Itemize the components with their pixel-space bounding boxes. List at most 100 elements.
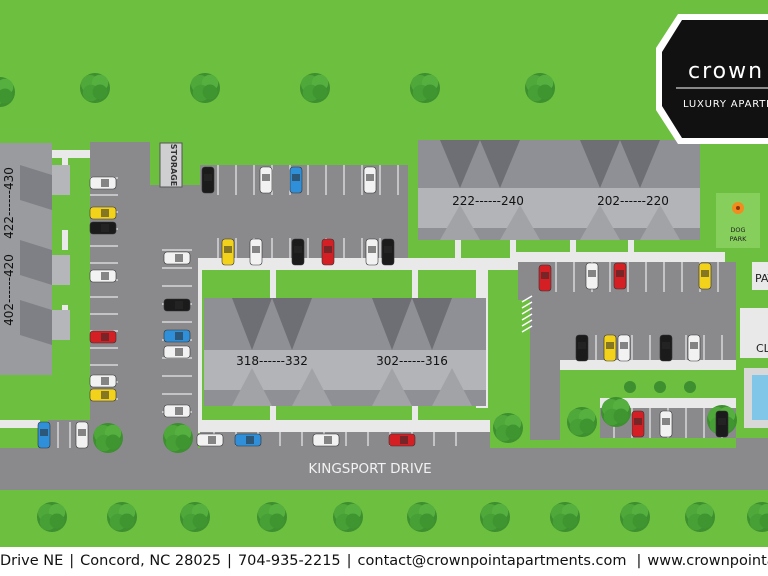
patio [752, 262, 768, 290]
storage-label: STORAGE [169, 144, 178, 186]
building-302-332 [204, 298, 486, 406]
car-window [294, 246, 302, 253]
road-label: KINGSPORT DRIVE [308, 461, 431, 477]
logo-tagline: LUXURY APARTM [683, 99, 768, 110]
tree-icon [480, 502, 510, 532]
shrub-icon [654, 381, 666, 393]
car-window [324, 436, 332, 444]
car-window [324, 246, 332, 253]
site-plan-graphic: STORAGE 402------420 422------430 222---… [0, 0, 768, 547]
car-window [40, 429, 48, 436]
crosswalk [521, 295, 533, 333]
tree-icon [620, 502, 650, 532]
tree-icon [550, 502, 580, 532]
car-window [175, 254, 183, 262]
car-window [384, 246, 392, 253]
car-window [101, 272, 109, 280]
patio-label: PAT [755, 272, 768, 285]
tree-icon [410, 73, 440, 103]
car-window [368, 246, 376, 253]
storage-building [159, 142, 183, 188]
tree-icon [333, 502, 363, 532]
tree-icon [685, 502, 715, 532]
building-label-202-220: 202------220 [597, 194, 669, 208]
building-label-422-430: 422------430 [2, 167, 16, 239]
crown-logo [656, 14, 768, 144]
tree-icon [601, 397, 631, 427]
clubhouse [740, 308, 768, 358]
car-window [175, 348, 183, 356]
car-window [252, 246, 260, 253]
tree-icon [37, 502, 67, 532]
tree-icon [180, 502, 210, 532]
car-window [208, 436, 216, 444]
tree-icon [300, 73, 330, 103]
car-window [224, 246, 232, 253]
car-window [101, 377, 109, 385]
car-window [101, 209, 109, 217]
car-window [634, 418, 642, 425]
footer-phone[interactable]: 704-935-2215 [237, 553, 341, 569]
car-window [175, 407, 183, 415]
car-window [101, 333, 109, 341]
footer-separator: | [636, 553, 642, 569]
building-label-402-420: 402------420 [2, 254, 16, 326]
footer-email[interactable]: contact@crownpointapartments.com [357, 553, 627, 569]
car-window [662, 418, 670, 425]
car-window [101, 391, 109, 399]
tree-icon [93, 423, 123, 453]
car-window [690, 342, 698, 349]
footer-city: Concord, NC 28025 [80, 553, 222, 569]
dog-park-label-line1: DOG [730, 226, 745, 234]
logo-name: crown [688, 59, 764, 84]
tree-icon [107, 502, 137, 532]
car-window [175, 332, 183, 340]
footer-website[interactable]: www.crownpointap [647, 553, 768, 569]
car-window [175, 301, 183, 309]
building-202-240 [418, 140, 700, 240]
car-window [204, 174, 212, 181]
car-window [662, 342, 670, 349]
contact-footer: Drive NE | Concord, NC 28025 | 704-935-2215 |… [0, 547, 768, 576]
tree-icon [567, 407, 597, 437]
tree-icon [257, 502, 287, 532]
car-window [541, 272, 549, 279]
building-402-430 [0, 143, 70, 375]
car-window [606, 342, 614, 349]
tree-icon [0, 77, 15, 107]
pool [752, 375, 768, 420]
dog-park-label-line2: PARK [730, 235, 747, 243]
car-window [101, 179, 109, 187]
footer-separator: | [227, 553, 232, 569]
building-label-222-240: 222------240 [452, 194, 524, 208]
car-window [292, 174, 300, 181]
footer-separator: | [69, 553, 75, 569]
car-window [400, 436, 408, 444]
clubhouse-label: CLU [756, 342, 768, 355]
car-window [701, 270, 709, 277]
tree-icon [493, 413, 523, 443]
shrub-icon [624, 381, 636, 393]
car-window [101, 224, 109, 232]
car-window [246, 436, 254, 444]
footer-separator: | [346, 553, 352, 569]
car-window [262, 174, 270, 181]
tree-icon [747, 502, 768, 532]
car-window [366, 174, 374, 181]
parked-cars [37, 166, 729, 449]
tree-icon [525, 73, 555, 103]
car-window [78, 429, 86, 436]
shrub-icon [684, 381, 696, 393]
car-window [718, 418, 726, 425]
tree-icon [190, 73, 220, 103]
tree-icon [163, 423, 193, 453]
trees [0, 73, 768, 532]
car-window [578, 342, 586, 349]
building-label-302-316: 302------316 [376, 354, 448, 368]
footer-address: Drive NE [0, 553, 64, 569]
car-window [616, 270, 624, 277]
tree-icon [407, 502, 437, 532]
building-label-318-332: 318------332 [236, 354, 308, 368]
tree-icon [80, 73, 110, 103]
